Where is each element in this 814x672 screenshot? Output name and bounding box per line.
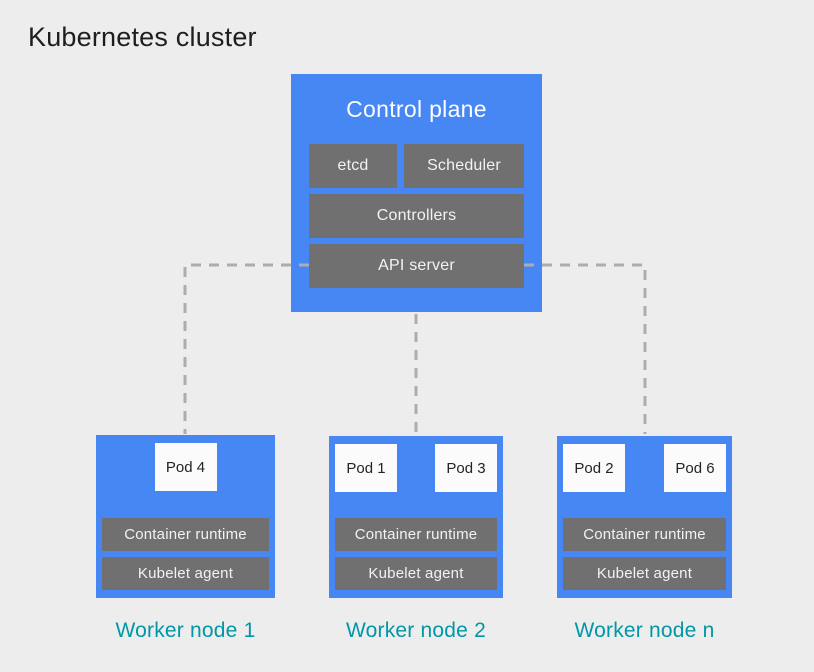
diagram-title: Kubernetes cluster <box>28 22 257 52</box>
controllers-box: Controllers <box>309 194 524 238</box>
spacer <box>335 492 497 518</box>
api-server-box: API server <box>309 244 524 288</box>
container-runtime-box: Container runtime <box>335 518 497 551</box>
pod-box: Pod 1 <box>335 444 397 492</box>
pod-box: Pod 6 <box>664 444 726 492</box>
control-plane-title: Control plane <box>346 95 487 122</box>
pod-box: Pod 4 <box>154 443 217 491</box>
container-runtime-box: Container runtime <box>102 518 269 551</box>
kubelet-agent-box: Kubelet agent <box>563 557 726 590</box>
worker-node-n-pods: Pod 2 Pod 6 <box>563 444 726 492</box>
control-plane-components: etcd Scheduler Controllers API server <box>309 144 524 288</box>
pod-box: Pod 3 <box>435 444 497 492</box>
worker-node-n-label: Worker node n <box>574 619 715 642</box>
kubelet-agent-box: Kubelet agent <box>102 557 269 590</box>
worker-node-2-label: Worker node 2 <box>346 619 486 642</box>
control-plane-box: Control plane etcd Scheduler Controllers… <box>291 74 542 312</box>
worker-node-2-pods: Pod 1 Pod 3 <box>335 444 497 492</box>
container-runtime-box: Container runtime <box>563 518 726 551</box>
pod-box: Pod 2 <box>563 444 625 492</box>
worker-node-2-box: Pod 1 Pod 3 Container runtime Kubelet ag… <box>329 436 503 598</box>
worker-node-1-label: Worker node 1 <box>115 619 256 642</box>
etcd-box: etcd <box>309 144 397 188</box>
scheduler-box: Scheduler <box>404 144 524 188</box>
worker-node-n-box: Pod 2 Pod 6 Container runtime Kubelet ag… <box>557 436 732 598</box>
kubelet-agent-box: Kubelet agent <box>335 557 497 590</box>
worker-node-1-pods: Pod 4 <box>102 443 269 491</box>
spacer <box>102 491 269 518</box>
connector-right-dashed-line <box>524 263 647 434</box>
worker-node-1-box: Pod 4 Container runtime Kubelet agent <box>96 435 275 598</box>
spacer <box>563 492 726 518</box>
